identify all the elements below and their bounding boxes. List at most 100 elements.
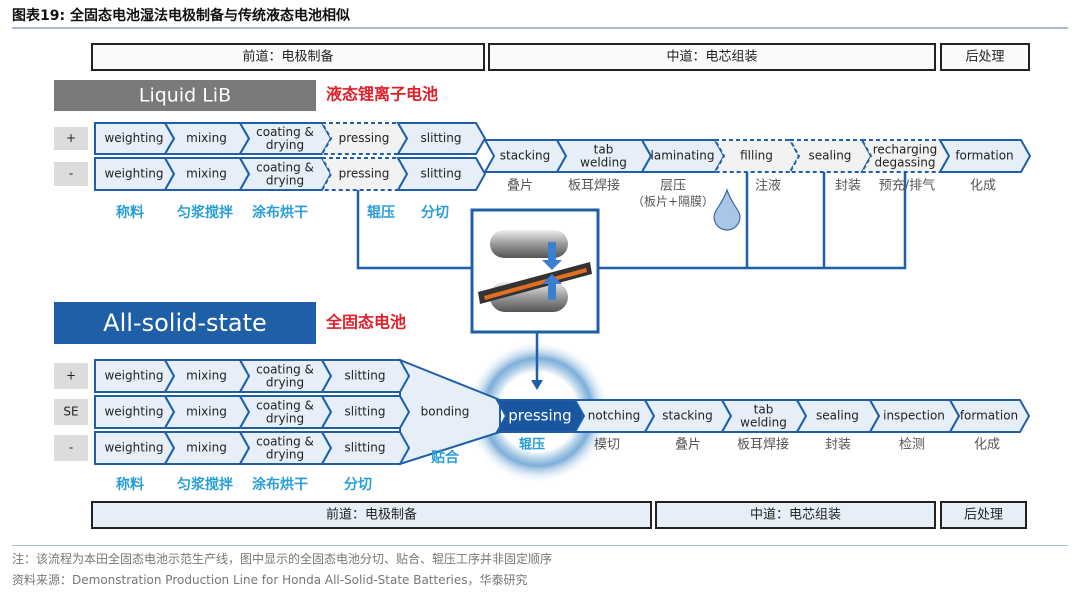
- process-step-label: slitting: [421, 131, 462, 145]
- row-label-box: [54, 363, 88, 389]
- step-cn-label: 封装: [835, 179, 861, 194]
- step-cn-label: 涂布烘干: [252, 204, 308, 221]
- bottom-phase-0: [91, 501, 652, 529]
- arrow-down-icon: [542, 242, 562, 270]
- step-cn-label: 封装: [825, 438, 851, 453]
- step-cn-label: 化成: [970, 179, 996, 194]
- process-step-label: coating &drying: [256, 125, 314, 152]
- step-cn-label: 匀浆搅拌: [177, 204, 233, 221]
- step-cn-label: 预充/排气: [879, 178, 935, 194]
- solid-banner: [54, 302, 316, 344]
- step-cn-label: 化成: [974, 438, 1000, 453]
- step-cn-label: 称料: [116, 476, 144, 493]
- step-cn-label: 板耳焊接: [568, 178, 620, 194]
- step-cn-label: 分切: [421, 205, 449, 221]
- process-step-label: mixing: [186, 405, 227, 419]
- process-step-label: pressing: [339, 167, 390, 181]
- row-label-box: [54, 435, 88, 461]
- electrode-sheet-icon: [484, 268, 587, 300]
- process-step-label: sealing: [809, 149, 852, 163]
- step-cn-label: 模切: [594, 438, 620, 453]
- process-step-label: weighting: [104, 167, 163, 181]
- step-cn-label: 叠片: [507, 179, 533, 194]
- step-cn-label: 称料: [116, 204, 144, 221]
- top-phase-1: [488, 43, 936, 71]
- process-step: [320, 431, 411, 465]
- step-cn-label: 匀浆搅拌: [177, 476, 233, 493]
- row-label: SE: [63, 405, 78, 419]
- top-phase-0: [91, 43, 485, 71]
- step-cn-label: 涂布烘干: [252, 476, 308, 493]
- process-step-label: mixing: [186, 369, 227, 383]
- process-step-label: coating &drying: [256, 399, 314, 426]
- solid-banner-label: All-solid-state: [103, 309, 267, 337]
- top-phase-2-label: 后处理: [965, 50, 1004, 65]
- footnote: 注：该流程为本田全固态电池示范生产线，图中显示的全固态电池分切、贴合、辊压工序并…: [12, 552, 553, 566]
- process-step-label: pressing: [508, 407, 571, 425]
- bonding-cn-label: 贴合: [431, 449, 460, 466]
- process-step-label: weighting: [104, 405, 163, 419]
- process-step-label: notching: [588, 409, 640, 423]
- row-label-box: [54, 127, 88, 150]
- process-step: [396, 157, 487, 191]
- process-step-label: filling: [740, 149, 773, 163]
- arrow-down-icon: [531, 380, 543, 390]
- title-divider: [12, 27, 1068, 29]
- liquid-banner: [54, 80, 316, 111]
- source-note: 资料来源：Demonstration Production Line for H…: [12, 573, 528, 587]
- bottom-phase-0-label: 前道：电极制备: [326, 507, 417, 523]
- arrow-up-icon: [542, 274, 562, 300]
- top-phase-2: [940, 43, 1030, 71]
- liquid-cn-label: 液态锂离子电池: [326, 85, 438, 104]
- step-cn-label: 板耳焊接: [737, 437, 789, 453]
- row-label: +: [66, 369, 76, 383]
- row-label-box: [54, 162, 88, 186]
- bottom-phase-1: [655, 501, 936, 529]
- process-step-label: pressing: [339, 131, 390, 145]
- solid-cn-label: 全固态电池: [325, 313, 406, 332]
- process-step-label: inspection: [883, 409, 945, 423]
- process-step-label: coating &drying: [256, 161, 314, 188]
- step-cn-label: 辊压: [367, 204, 395, 221]
- row-label: -: [69, 441, 73, 455]
- process-step-label: stacking: [500, 149, 550, 163]
- top-phase-1-label: 中道：电芯组装: [666, 50, 757, 65]
- process-step-label: slitting: [345, 441, 386, 455]
- liquid-banner-label: Liquid LiB: [139, 85, 231, 107]
- bottom-phase-1-label: 中道：电芯组装: [750, 508, 841, 523]
- process-step-label: formation: [960, 409, 1018, 423]
- process-step-label: mixing: [186, 167, 227, 181]
- connector-line: [598, 172, 907, 270]
- process-step-label: weighting: [104, 441, 163, 455]
- bonding-label: bonding: [421, 405, 470, 419]
- step-cn-label: 辊压: [519, 437, 545, 453]
- row-label-box: [54, 399, 88, 425]
- process-step-label: slitting: [345, 369, 386, 383]
- droplet-icon: [713, 188, 741, 231]
- process-step: [938, 139, 1032, 173]
- process-step: [948, 399, 1031, 433]
- process-step-label: weighting: [104, 369, 163, 383]
- process-step: [320, 395, 411, 429]
- process-step-label: slitting: [345, 405, 386, 419]
- step-cn-label: 层压: [660, 179, 686, 194]
- process-step-label: mixing: [186, 441, 227, 455]
- step-cn-label: 叠片: [675, 438, 701, 453]
- process-step-label: coating &drying: [256, 435, 314, 462]
- bottom-phase-2-label: 后处理: [964, 508, 1003, 523]
- process-step: [320, 122, 409, 155]
- bottom-phase-2: [940, 501, 1027, 529]
- connector-line: [356, 190, 472, 270]
- process-step-label: stacking: [662, 409, 712, 423]
- process-step: [320, 359, 411, 393]
- row-label: +: [66, 131, 76, 145]
- step-cn-label: 分切: [344, 477, 372, 493]
- footer-divider: [12, 545, 1068, 546]
- figure-title: 图表19: 全固态电池湿法电极制备与传统液态电池相似: [12, 8, 350, 24]
- process-step: [396, 122, 487, 155]
- process-step-label: laminating: [651, 149, 715, 163]
